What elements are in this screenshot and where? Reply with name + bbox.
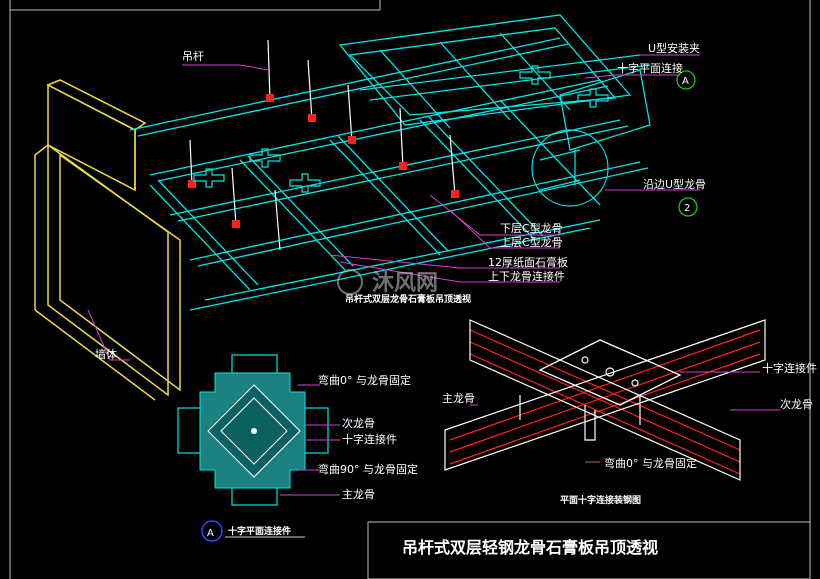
marker-a-top-label: A bbox=[682, 76, 689, 87]
marker-2-right-label: 2 bbox=[684, 203, 690, 214]
watermark-text: 沐风网 bbox=[372, 271, 438, 296]
grid-cross-connectors bbox=[193, 65, 609, 193]
detail-b-caption: 平面十字连接装钢图 bbox=[560, 494, 641, 506]
label-upper-c-keel: 上层C型龙骨 bbox=[500, 235, 563, 249]
detail-a-leaders bbox=[280, 384, 340, 496]
label-edge-u-keel: 沿边U型龙骨 bbox=[643, 177, 706, 191]
label-connector: 上下龙骨连接件 bbox=[488, 270, 565, 283]
marker-a-top: A bbox=[676, 70, 696, 90]
detail-a-bend-bottom: 弯曲90° 与龙骨固定 bbox=[318, 462, 418, 476]
detail-b-main-keel: 主龙骨 bbox=[442, 392, 475, 405]
label-cross-plane: 十字平面连接 bbox=[617, 61, 683, 75]
label-hanger-rod: 吊杆 bbox=[182, 49, 204, 63]
sheet-frame bbox=[9, 0, 811, 579]
detail-a-bend-top: 弯曲0° 与龙骨固定 bbox=[318, 373, 411, 387]
label-gypsum-board: 12厚纸面石膏板 bbox=[488, 255, 568, 269]
hanger-rods bbox=[189, 39, 456, 251]
detail-callout-circle bbox=[531, 129, 609, 207]
marker-2-right: 2 bbox=[678, 197, 698, 217]
detail-a-marker: A bbox=[201, 520, 223, 542]
detail-a-main-keel: 主龙骨 bbox=[342, 488, 375, 501]
keel-grid bbox=[129, 14, 651, 311]
detail-b-cross-connector: 十字连接件 bbox=[762, 361, 817, 375]
detail-a-caption: 十字平面连接件 bbox=[228, 525, 291, 537]
detail-a-cross-connector: 十字连接件 bbox=[342, 432, 397, 446]
wall-block bbox=[34, 79, 181, 401]
leader-lines bbox=[87, 54, 700, 361]
detail-b-secondary-keel: 次龙骨 bbox=[780, 397, 813, 411]
detail-a-drawing bbox=[177, 354, 329, 506]
hanger-clamps bbox=[188, 94, 459, 228]
label-u-clip: U型安装夹 bbox=[648, 41, 700, 55]
detail-a-marker-label: A bbox=[207, 528, 214, 539]
detail-b-bend: 弯曲0° 与龙骨固定 bbox=[604, 456, 697, 470]
label-wall: 墙体 bbox=[95, 347, 117, 361]
detail-b-drawing bbox=[444, 319, 766, 481]
detail-a-secondary-keel: 次龙骨 bbox=[342, 416, 375, 430]
watermark: 沐风网 bbox=[337, 269, 438, 296]
main-caption: 吊杆式双层龙骨石膏板吊顶透视 bbox=[345, 293, 471, 305]
drawing-title: 吊杆式双层轻钢龙骨石膏板吊顶透视 bbox=[402, 538, 658, 557]
detail-b-leaders bbox=[470, 371, 780, 463]
label-lower-c-keel: 下层C型龙骨 bbox=[500, 221, 563, 235]
